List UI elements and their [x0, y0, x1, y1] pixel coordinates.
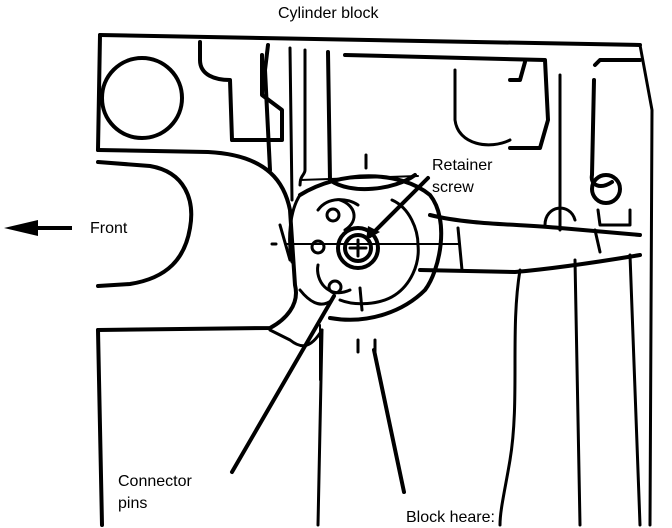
block-heater-leader [372, 348, 406, 494]
block-heater-label: Block heare: [406, 509, 495, 526]
upper-pin-hole [325, 207, 341, 223]
retainer-screw-label-line2: screw [432, 179, 474, 196]
left-side-plate [96, 148, 324, 348]
cylinder-block-outline [96, 33, 654, 527]
centerlines [270, 153, 461, 381]
connector-pins-label-line1: Connector [118, 473, 192, 490]
connector-pins-leader [230, 294, 336, 474]
retainer-screw [336, 226, 380, 270]
connector-pin-holes [310, 198, 356, 295]
middle-pin-hole [310, 239, 326, 255]
cylinder-block-label: Cylinder block [278, 5, 379, 22]
right-arm [418, 213, 642, 274]
upper-castings [100, 40, 642, 254]
connector-pins-label-line2: pins [118, 495, 147, 512]
retainer-screw-label-line1: Retainer [432, 157, 493, 174]
front-arrow [4, 220, 72, 236]
heater-housing [288, 174, 444, 322]
retainer-screw-leader [368, 176, 430, 238]
retainer-screw-arrowhead [366, 226, 380, 240]
front-label: Front [90, 220, 128, 237]
leader-lines [230, 176, 430, 494]
